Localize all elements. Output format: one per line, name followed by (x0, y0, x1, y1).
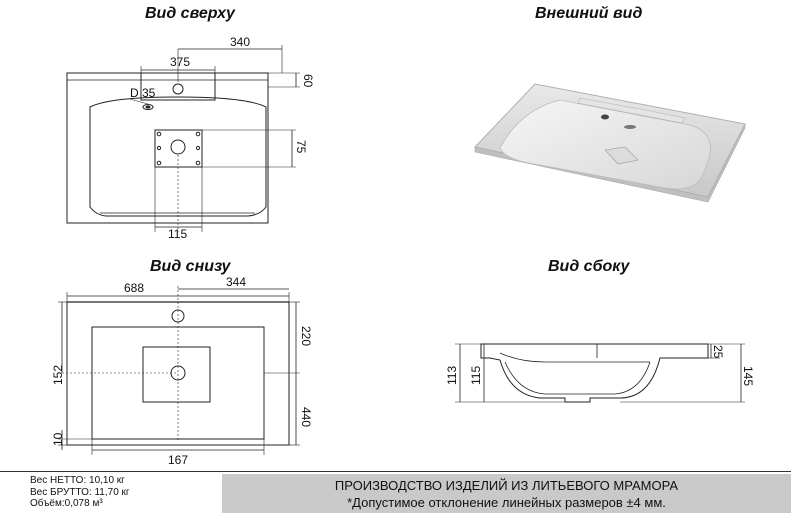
dim-145: 145 (741, 366, 755, 386)
footer: Вес НЕТТО: 10,10 кг Вес БРУТТО: 11,70 кг… (0, 471, 791, 513)
dim-688: 688 (124, 281, 144, 295)
gross-weight: Вес БРУТТО: 11,70 кг (30, 486, 130, 498)
dim-167: 167 (168, 453, 188, 467)
side-view-title: Вид сбоку (548, 258, 630, 275)
dim-75: 75 (294, 140, 308, 154)
specs-block: Вес НЕТТО: 10,10 кг Вес БРУТТО: 11,70 кг… (0, 472, 218, 513)
production-note: ПРОИЗВОДСТВО ИЗДЕЛИЙ ИЗ ЛИТЬЕВОГО МРАМОР… (334, 478, 679, 493)
basin-bowl (499, 99, 711, 190)
bottom-view-drain-hole (170, 365, 186, 381)
bottom-view (58, 286, 300, 455)
dim-344: 344 (226, 275, 246, 289)
dim-375: 375 (170, 55, 190, 69)
dim-25: 25 (711, 345, 725, 359)
dim-152: 152 (51, 365, 65, 385)
dim-115: 115 (168, 227, 187, 241)
side-view (455, 343, 745, 403)
dim-hole-d35: D 35 (130, 86, 156, 100)
bottom-view-title: Вид снизу (150, 258, 231, 275)
dim-440: 440 (299, 407, 313, 427)
faucet-hole-3d (601, 114, 609, 120)
tolerance-note: *Допустимое отклонение линейных размеров… (347, 495, 666, 510)
volume: Объём:0,078 м³ (30, 498, 103, 509)
external-view (474, 83, 746, 203)
top-view-outline (66, 72, 269, 224)
drain-plate (154, 129, 203, 168)
faucet-hole (172, 83, 184, 95)
dim-220: 220 (299, 326, 313, 346)
dim-60: 60 (301, 74, 315, 88)
top-view (66, 45, 300, 232)
dim-340: 340 (230, 35, 250, 49)
dim-113: 113 (445, 366, 459, 385)
external-view-title: Внешний вид (535, 5, 643, 22)
side-view-profile (480, 343, 709, 403)
net-weight: Вес НЕТТО: 10,10 кг (30, 475, 125, 486)
bottom-view-drain-plate (142, 346, 211, 403)
dim-10: 10 (51, 432, 65, 446)
dim-115-side: 115 (469, 366, 483, 385)
top-view-title: Вид сверху (145, 5, 235, 22)
technical-drawing: 340 375 60 D 35 75 115 (51, 35, 755, 467)
drain-3d (604, 146, 639, 165)
drain-hole (170, 139, 186, 155)
overflow-hole (142, 104, 154, 110)
notes-block: ПРОИЗВОДСТВО ИЗДЕЛИЙ ИЗ ЛИТЬЕВОГО МРАМОР… (222, 474, 791, 513)
overflow-3d (624, 125, 636, 129)
top-view-basin (89, 96, 267, 217)
